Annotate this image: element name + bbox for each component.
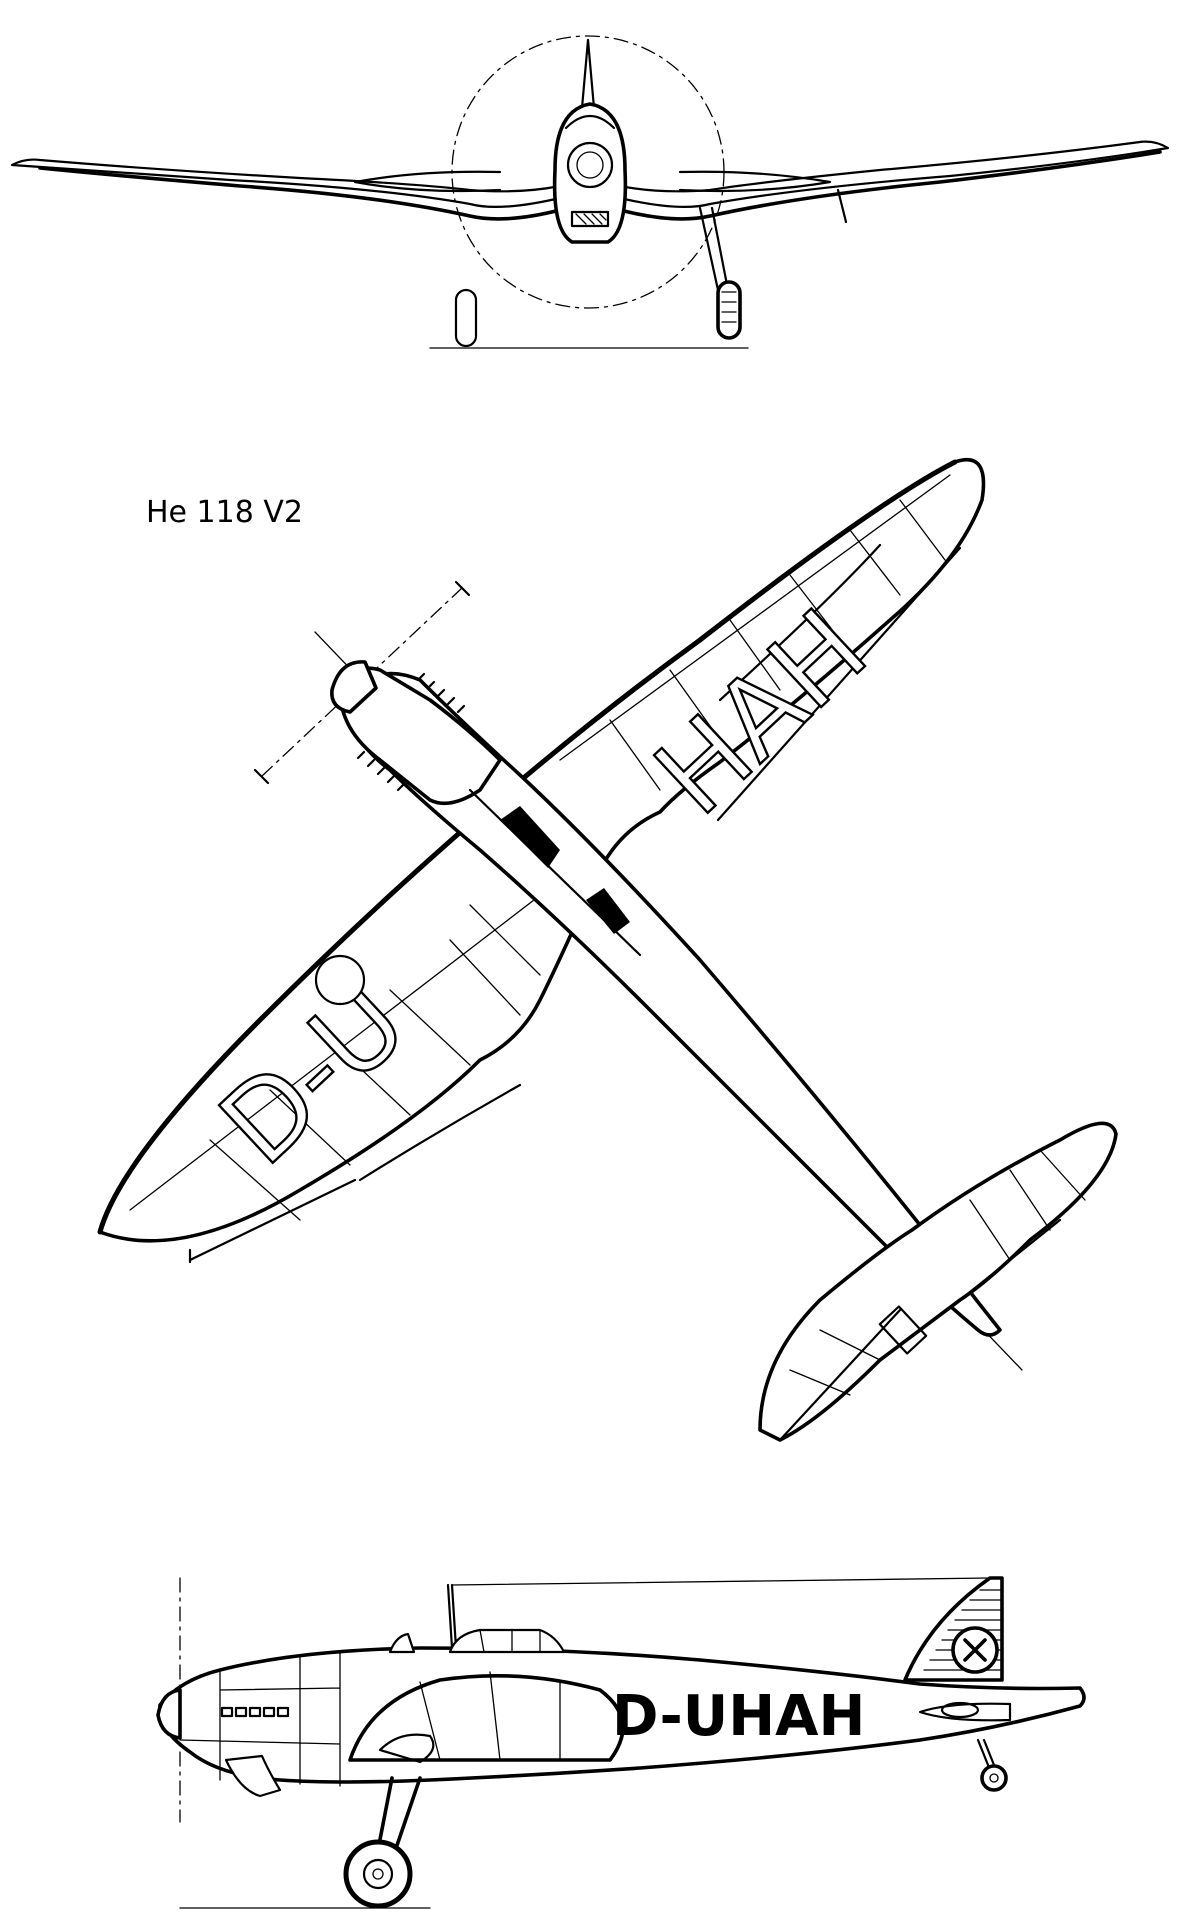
canopy-front xyxy=(564,114,616,130)
tail-marking-cross xyxy=(963,1638,987,1662)
right-aileron-line xyxy=(716,546,962,822)
wheel-front xyxy=(716,280,742,340)
tailplane-plan xyxy=(758,1121,1118,1442)
canopy-frames-side xyxy=(479,1629,541,1653)
registration-fuselage: D-UHAH xyxy=(612,1684,865,1749)
main-wheel-side xyxy=(343,1839,413,1909)
pitot-front xyxy=(836,188,848,224)
exhausts-plan xyxy=(356,672,466,792)
canopy-plan xyxy=(500,806,560,868)
fuselage-plan xyxy=(343,671,1002,1337)
windscreen-side xyxy=(388,1632,416,1654)
spinner-plan xyxy=(330,660,378,714)
wing-root-lines-side xyxy=(419,1671,561,1761)
wing-front-left xyxy=(10,158,562,208)
plan-view: D-U HAH xyxy=(97,457,1118,1442)
cowl-panels-side xyxy=(179,1651,341,1787)
radiator-hatch xyxy=(575,213,607,225)
left-aileron-line xyxy=(188,1178,357,1264)
chin-intake-side xyxy=(224,1754,282,1798)
main-wheel-hub-side xyxy=(362,1858,394,1890)
canopy-side xyxy=(448,1628,566,1654)
prop-tick-b xyxy=(454,580,471,597)
drawing-title: He 118 V2 xyxy=(146,495,303,530)
spinner-front xyxy=(566,141,614,189)
wing-front-right-thick xyxy=(618,150,1162,221)
wing-front-left-thick xyxy=(38,166,562,221)
wheel-well-side xyxy=(378,1733,435,1764)
fin-front xyxy=(580,38,596,110)
tail-oval-marking xyxy=(940,1701,980,1719)
engine-cowl-plan xyxy=(338,666,502,806)
tailwheel-side xyxy=(980,1764,1008,1792)
right-flap-line xyxy=(718,543,882,702)
wheel-tread xyxy=(721,291,737,323)
spinner-front-inner xyxy=(576,151,604,179)
undercarriage-leg-front xyxy=(698,206,730,292)
tailwheel-front xyxy=(454,288,478,348)
exhausts-side xyxy=(220,1706,290,1718)
trim-tab-plan xyxy=(878,1305,928,1355)
left-wing-ribs xyxy=(129,879,561,1221)
prop-tick-a xyxy=(253,768,270,785)
front-view xyxy=(10,35,1170,349)
left-flap-line xyxy=(358,1083,522,1182)
right-wing-ribs xyxy=(559,474,951,791)
tailwheel-hub xyxy=(989,1773,999,1783)
fuselage-front xyxy=(552,102,628,244)
radiator-front xyxy=(570,210,610,228)
side-view: D-UHAH xyxy=(156,1576,1086,1909)
main-wheel-axle xyxy=(372,1868,384,1880)
aerial-wire xyxy=(451,1577,991,1586)
aerial-mast xyxy=(446,1583,458,1650)
spinner-side xyxy=(156,1688,182,1740)
wing-front-right xyxy=(618,140,1170,208)
wheel-well-left xyxy=(314,954,366,1006)
tailplane-ribs xyxy=(789,1149,1086,1396)
fuselage-spine-plan xyxy=(468,788,642,957)
wing-root-side xyxy=(348,1673,625,1762)
canopy-plan-rear xyxy=(586,888,630,934)
